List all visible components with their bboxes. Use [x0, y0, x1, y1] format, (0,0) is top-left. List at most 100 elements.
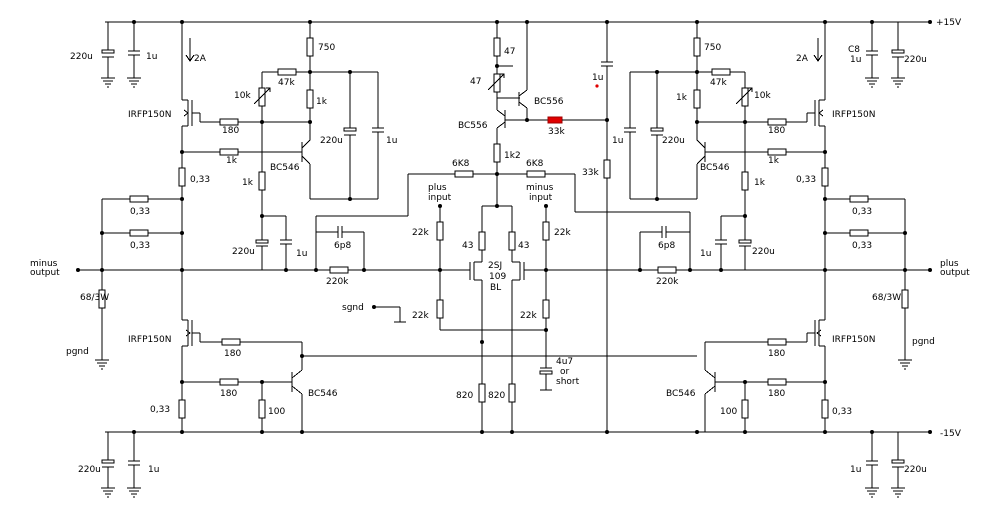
res-label: 1k	[316, 97, 328, 107]
transistor-label: BC546	[666, 389, 696, 399]
trimmer-label: 10k	[754, 91, 771, 101]
plus-output-label-2: output	[940, 268, 970, 278]
res-label: 180	[220, 389, 237, 399]
positive-rail: +15V	[105, 18, 962, 28]
output-line-right: 220k plus output 6p8	[546, 226, 970, 287]
cap-label: 1u	[296, 249, 307, 259]
jfet-label-3: BL	[490, 283, 501, 293]
res-label: 47k	[278, 78, 295, 88]
decoupling-caps-bottom-right: 1u 220u	[850, 432, 927, 498]
res-label: 0,33	[852, 241, 872, 251]
transistor-label: BC546	[270, 163, 300, 173]
res-label: 820	[456, 391, 473, 401]
cap-label: 1u	[146, 52, 157, 62]
sgnd-label: sgnd	[342, 303, 364, 313]
res-label: 0,33	[150, 405, 170, 415]
cap-label: 220u	[904, 55, 927, 65]
res-label: 1k	[242, 178, 254, 188]
cap-label: 1u	[386, 136, 397, 146]
highlighted-resistor	[547, 116, 563, 124]
res-label: 180	[768, 389, 785, 399]
plus-input-label-2: input	[428, 193, 452, 203]
res-label: 33k	[548, 127, 565, 137]
cap-label: 1u	[612, 136, 623, 146]
mosfet-label: IRFP150N	[128, 335, 171, 345]
res-label: 6K8	[452, 159, 470, 169]
cap-label-3: short	[556, 377, 580, 387]
cap-label: 6p8	[334, 241, 351, 251]
res-label: 750	[704, 43, 721, 53]
decoupling-caps-bottom-left: 220u 1u	[78, 432, 159, 498]
right-driver: 750 1k 47k 10k 1k 220u 1u	[612, 22, 775, 270]
trimmer-label: 10k	[234, 91, 251, 101]
decoupling-caps-top-right: C8 1u 220u	[848, 22, 927, 88]
cap-label: 220u	[662, 136, 685, 146]
res-label: 68/3W	[80, 293, 109, 303]
transistor-label: BC556	[534, 97, 564, 107]
cap-label: 220u	[904, 465, 927, 475]
cap-label: 1u	[850, 55, 861, 65]
minus-input-label: minus	[526, 183, 554, 193]
decoupling-caps-top-left: 220u 1u	[70, 22, 157, 88]
cap-name-label: C8	[848, 45, 860, 55]
res-label: 180	[222, 126, 239, 136]
output-line-left: minus output 220k 6p8 6K8	[30, 159, 527, 287]
res-label: 220k	[326, 277, 349, 287]
res-label: 0,33	[852, 207, 872, 217]
res-label: 220k	[656, 277, 679, 287]
res-label: 22k	[412, 228, 429, 238]
cap-label: 4u7	[556, 357, 573, 367]
current-label: 2A	[194, 54, 207, 64]
res-label: 47	[504, 47, 515, 57]
cap-label: 1u	[850, 465, 861, 475]
plus-output-label: plus	[940, 259, 959, 269]
res-label: 47	[470, 77, 481, 87]
res-label: 100	[720, 407, 737, 417]
res-label: 6K8	[526, 159, 544, 169]
minus-input-label-2: input	[529, 193, 553, 203]
cap-label: 220u	[232, 247, 255, 257]
res-label: 33k	[582, 168, 599, 178]
mosfet-label: IRFP150N	[128, 110, 171, 120]
res-label: 1k	[768, 156, 780, 166]
res-label: 100	[268, 407, 285, 417]
cap-label: 220u	[752, 247, 775, 257]
jfet-label-2: 109	[489, 272, 506, 282]
transistor-label: BC546	[308, 389, 338, 399]
res-label: 180	[768, 126, 785, 136]
cap-label-2: or	[560, 367, 570, 377]
input-stage: 47 47 BC556 BC556 33k 1k2 6K8	[342, 22, 691, 432]
res-label: 0,33	[190, 175, 210, 185]
res-label: 0,33	[796, 175, 816, 185]
res-label: 0,33	[130, 241, 150, 251]
jfet-label: 2SJ	[488, 261, 502, 271]
mosfet-label: IRFP150N	[832, 110, 875, 120]
res-label: 1k2	[504, 151, 521, 161]
left-driver: 750 1k 47k 10k 1k 220u 1u	[232, 22, 397, 270]
res-label: 22k	[520, 311, 537, 321]
res-label: 1k	[226, 156, 238, 166]
res-label: 180	[768, 349, 785, 359]
minus-output-label: minus	[30, 259, 58, 269]
cap-label: 1u	[700, 249, 711, 259]
res-label: 47k	[710, 78, 727, 88]
cap-label: 220u	[320, 136, 343, 146]
res-label: 750	[318, 43, 335, 53]
res-label: 820	[488, 391, 505, 401]
neg-rail-label: -15V	[940, 429, 962, 439]
res-label: 0,33	[130, 207, 150, 217]
cap-label: 1u	[592, 73, 603, 83]
res-label: 68/3W	[872, 293, 901, 303]
transistor-label: BC556	[458, 121, 488, 131]
left-output-stage: 2A IRFP150N 180 1k 0,33 IRFP150N 180	[66, 22, 697, 432]
res-label: 22k	[412, 311, 429, 321]
cap-label: 220u	[78, 465, 101, 475]
pos-rail-label: +15V	[936, 18, 962, 28]
cap-label: 1u	[148, 465, 159, 475]
res-label: 1k	[676, 93, 688, 103]
cap-label: 220u	[70, 52, 93, 62]
res-label: 22k	[554, 228, 571, 238]
res-label: 180	[224, 349, 241, 359]
pgnd-label: pgnd	[66, 347, 89, 357]
